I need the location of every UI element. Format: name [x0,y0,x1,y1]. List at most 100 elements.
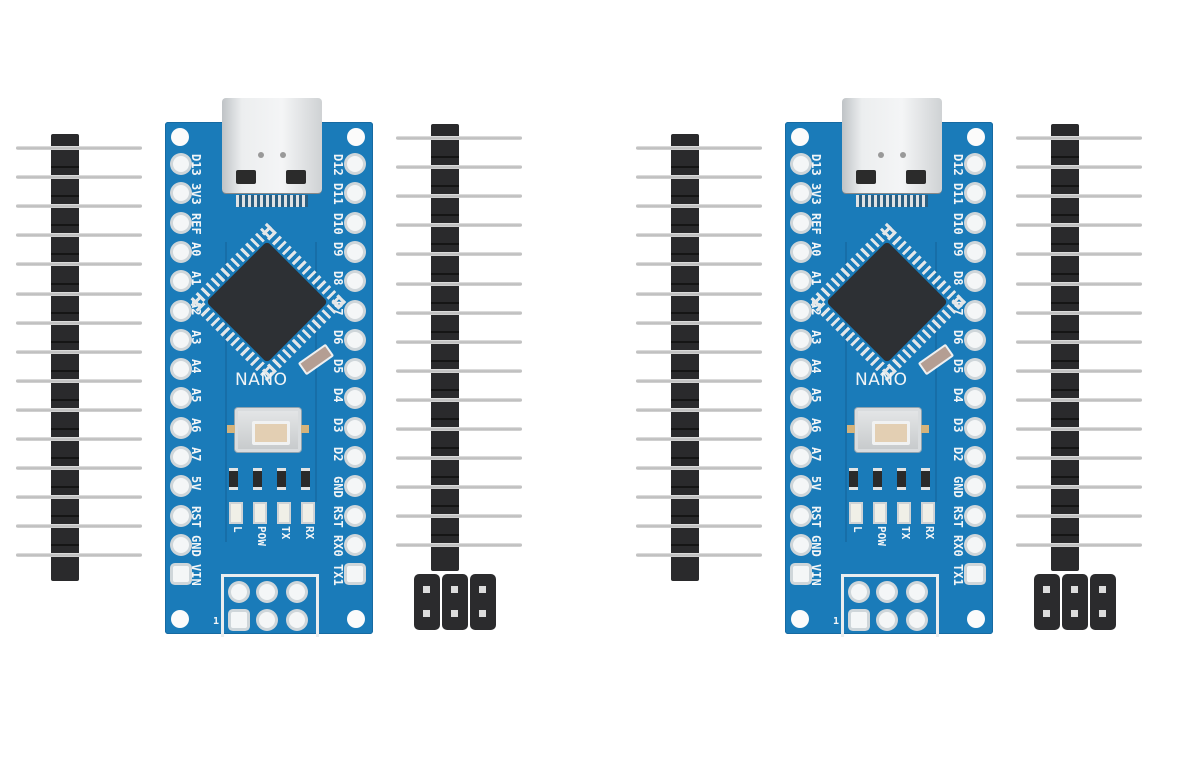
pin-header-right [396,124,522,571]
usb-tab [856,170,876,184]
header-divider [671,515,699,518]
pcb-trace [845,242,847,542]
header-divider [51,486,79,489]
pin-label-left: 5V [189,476,203,491]
pin-header-right [1016,124,1142,571]
pin-hole-left [173,361,189,378]
icsp-pin [451,586,458,593]
pin-label-left: A3 [809,329,823,345]
pin-hole-left [173,185,189,202]
header-pin [1016,397,1142,402]
icsp-header-cell [470,574,496,630]
pin-hole-left [173,302,189,319]
header-pin [636,524,762,529]
pin-hole-left [793,273,809,290]
icsp-pin [423,610,430,617]
mounting-hole [171,610,189,628]
pin-hole-right [967,507,983,524]
header-divider [51,457,79,460]
usb-tab [906,170,926,184]
header-pin [636,262,762,267]
header-pin [396,281,522,286]
header-pin [1016,543,1142,548]
header-pin [396,136,522,140]
icsp-pin [1043,610,1050,617]
header-divider [671,486,699,489]
pin-hole-right [967,449,983,465]
header-divider [431,476,459,479]
pin-label-right: TX1 [951,564,965,586]
resistor [301,468,310,490]
header-pin [16,204,142,209]
nano-board: D133V3REFA0A1A2A3A4A5A6A75VRSTGNDVIND12D… [785,122,993,637]
header-divider [671,311,699,314]
icsp-hole [909,612,925,628]
header-divider [51,224,79,227]
header-pin [16,233,142,238]
mounting-hole [791,610,809,628]
header-pin [396,514,522,519]
header-pin [16,378,142,383]
led-label: TX [279,526,292,540]
pin-hole-right [967,566,983,583]
header-divider [51,515,79,518]
header-pin [1016,281,1142,286]
pin-hole-right [967,156,983,172]
icsp-header [1034,574,1116,630]
icsp-pin [1099,586,1106,593]
pin-hole-left [793,361,809,378]
pin-label-right: D9 [951,241,965,257]
pin-hole-left [793,185,809,202]
led-label: POW [875,526,888,546]
pin-hole-left [793,478,809,495]
header-divider [671,166,699,169]
header-pin [396,339,522,344]
reset-button [847,408,929,452]
mounting-hole [171,128,189,146]
pin-label-left: A5 [809,388,823,403]
pin-hole-right [347,478,363,495]
pin-hole-left [173,331,189,348]
pin-hole-right [967,243,983,260]
pin-label-left: A5 [189,388,203,403]
status-led [921,502,935,524]
status-led [277,502,291,524]
pin-label-right: D2 [331,447,345,462]
pin-hole-left [793,214,809,231]
header-divider [1051,476,1079,479]
header-divider [51,253,79,256]
pcb-trace [225,242,227,542]
header-pin [636,437,762,441]
reset-button-cap [872,421,910,445]
header-pin [636,349,762,354]
pin-hole-left [793,507,809,524]
header-pin [396,485,522,490]
pin-hole-right [967,331,983,348]
header-divider [431,505,459,508]
icsp-header-cell [414,574,440,630]
header-pin [396,427,522,431]
pin-hole-left [793,390,809,407]
pin-label-left: A0 [189,241,203,257]
header-pin [1016,514,1142,519]
pin-label-right: D12 [331,154,345,176]
header-divider [51,398,79,401]
header-pin [396,456,522,461]
icsp-header-cell [1034,574,1060,630]
status-led [301,502,315,524]
pin-hole-right [347,156,363,172]
header-divider [1051,214,1079,217]
header-pin [396,310,522,315]
icsp-hole [289,584,305,600]
mounting-hole [791,128,809,146]
header-pin [636,320,762,325]
pin-label-left: 3V3 [809,183,823,205]
pin-hole-left [173,419,189,436]
header-divider [51,544,79,547]
header-divider [51,195,79,198]
usb-shell-dot [900,152,906,158]
header-divider [51,166,79,169]
header-pin [396,368,522,373]
mounting-hole [967,610,985,628]
header-divider [1051,534,1079,537]
